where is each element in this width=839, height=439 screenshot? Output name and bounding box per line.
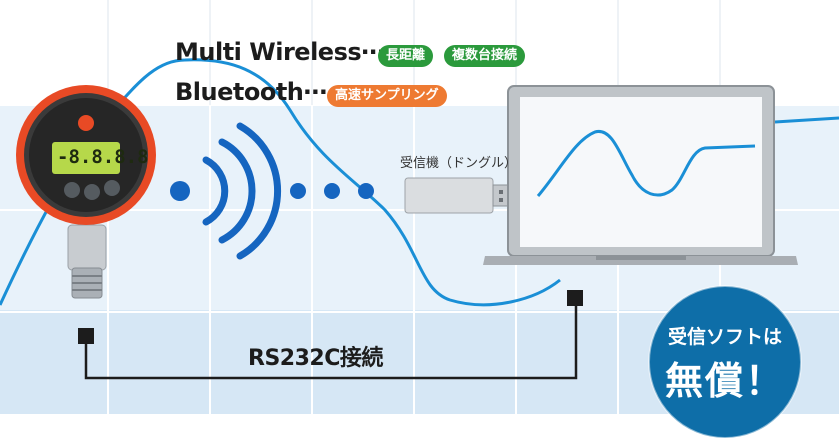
badge-high-speed-sampling: 高速サンプリング xyxy=(327,85,447,107)
rs232c-cable xyxy=(78,290,583,380)
cable-connector-icon xyxy=(78,328,94,344)
heading-bluetooth: Bluetooth⋯ xyxy=(175,78,327,106)
wireless-wave-icon xyxy=(170,122,282,260)
pressure-curve-right xyxy=(774,116,839,124)
signal-dots xyxy=(290,183,374,199)
cable-connector-icon xyxy=(567,290,583,306)
badge-multi-connect: 複数台接続 xyxy=(444,45,526,67)
laptop-screen-graph xyxy=(536,130,756,197)
laptop-icon xyxy=(483,85,798,265)
cable-label: RS232C接続 xyxy=(248,346,383,371)
heading-multi-wireless: Multi Wireless⋯ xyxy=(175,38,385,66)
free-badge-line1: 受信ソフトは xyxy=(667,326,782,348)
free-badge-line2: 無償！ xyxy=(664,359,785,403)
badge-long-range: 長距離 xyxy=(378,45,434,67)
free-software-badge xyxy=(648,285,802,439)
gauge-display: -8.8.8.8 xyxy=(57,146,149,168)
receiver-label: 受信機（ドングル） xyxy=(400,156,518,171)
pressure-gauge-icon xyxy=(16,85,156,299)
